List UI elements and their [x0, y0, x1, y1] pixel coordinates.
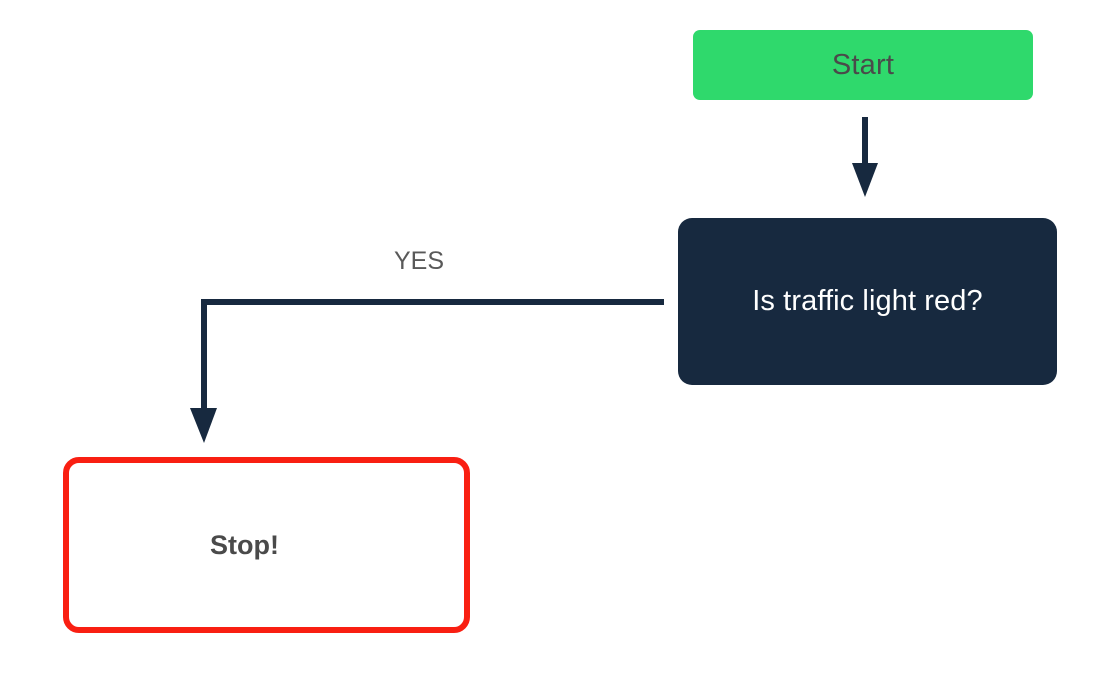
flow-node-stop-label: Stop!	[210, 529, 279, 560]
edge-decision-to-stop-horizontal	[201, 299, 664, 305]
edge-decision-to-stop-vertical	[201, 299, 207, 409]
flow-node-decision-label: Is traffic light red?	[752, 285, 983, 317]
edge-decision-to-stop-arrowhead	[190, 408, 217, 443]
flow-node-decision[interactable]: Is traffic light red?	[678, 218, 1057, 385]
flow-node-start-label: Start	[831, 48, 895, 81]
edge-start-to-decision-arrowhead	[852, 163, 878, 197]
flow-node-start[interactable]: Start	[693, 30, 1033, 100]
edge-start-to-decision	[852, 117, 878, 197]
edge-decision-to-stop	[190, 299, 664, 443]
edge-start-to-decision-line	[862, 117, 868, 164]
flow-node-stop[interactable]: Stop!	[63, 457, 470, 633]
edge-label-yes: YES	[394, 247, 445, 275]
